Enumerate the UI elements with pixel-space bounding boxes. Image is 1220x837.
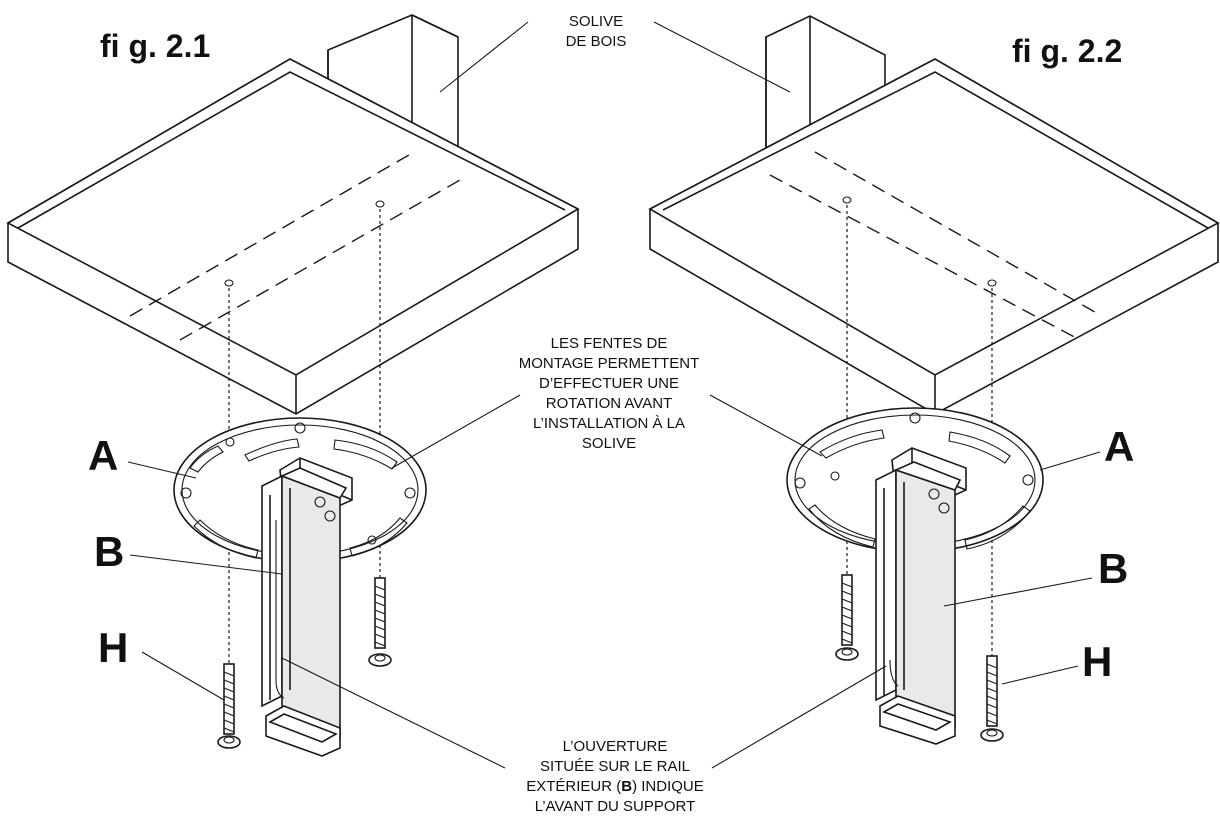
screw-left-1 [217,663,241,749]
screw-left-2 [368,577,392,667]
opening-note-line-3-suffix: ) INDIQUE [632,778,704,795]
leader-lines [127,21,1101,769]
rail-left [261,467,348,757]
opening-note-line-2: SITUÉE SUR LE RAIL [539,758,691,775]
part-label-b-right: B [1098,545,1129,592]
figure-caption-2-1: fi g. 2.1 [100,28,211,64]
part-label-h-right: H [1082,638,1113,685]
left-figure [6,14,580,757]
part-label-a-right: A [1104,423,1135,470]
opening-note-line-1: L’OUVERTURE [562,738,668,755]
joist-label: SOLIVE DE BOIS [565,13,627,50]
slots-note: LES FENTES DE MONTAGE PERMETTENT D’EFFEC… [518,335,700,452]
part-label-h-left: H [98,624,129,671]
opening-note: L’OUVERTURE SITUÉE SUR LE RAIL EXTÉRIEUR… [480,737,750,817]
rail-right [875,461,962,745]
opening-note-line-3-prefix: EXTÉRIEUR ( [526,778,622,795]
part-label-a-left: A [88,432,119,479]
opening-note-line-3-bold: B [621,778,633,795]
right-figure [648,15,1220,745]
screw-right-1 [835,574,859,661]
figure-caption-2-2: fi g. 2.2 [1012,33,1123,69]
opening-note-line-4: L’AVANT DU SUPPORT [534,798,696,815]
opening-note-line-3: EXTÉRIEUR (B) INDIQUE [480,777,750,797]
part-label-b-left: B [94,528,125,575]
ceiling-slab-left [6,58,580,415]
ceiling-slab-right [648,58,1220,415]
screw-right-2 [980,655,1004,742]
